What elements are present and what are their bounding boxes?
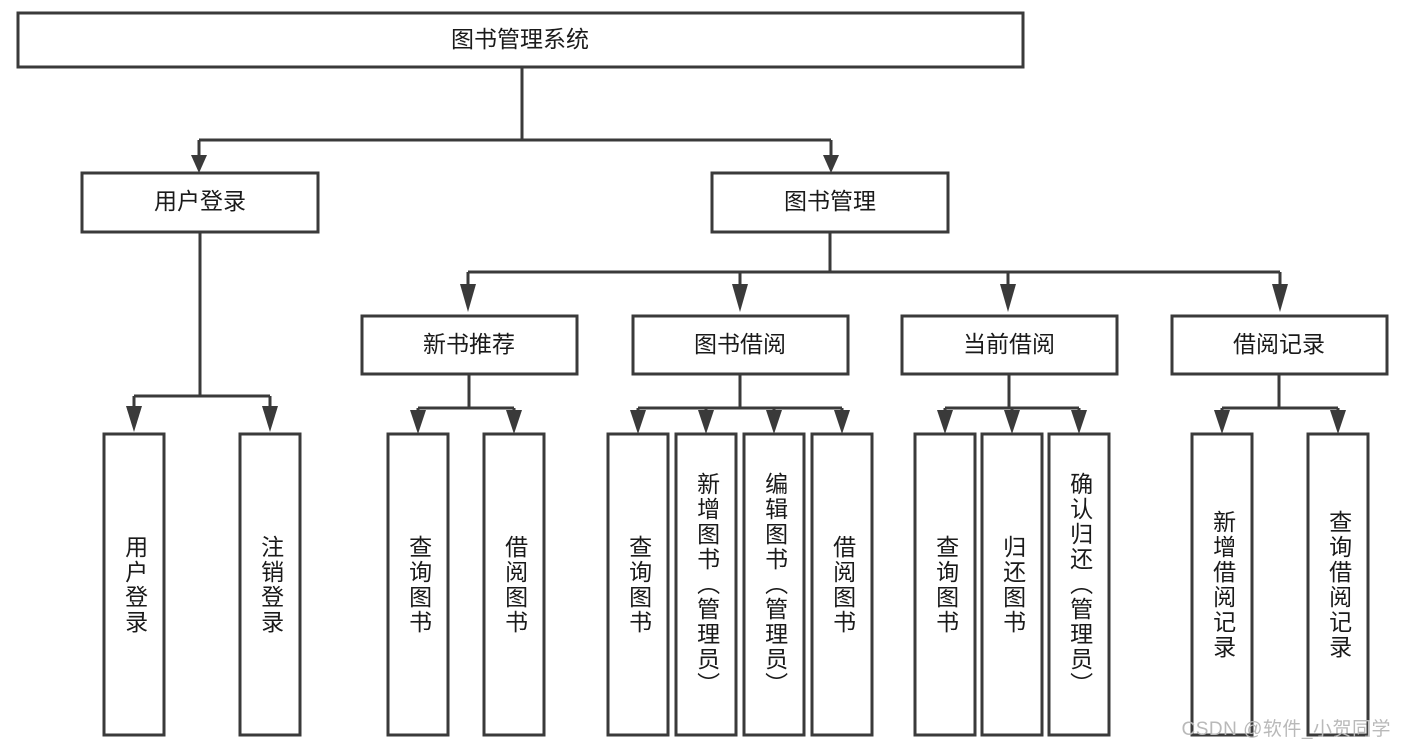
level3-node-box-current-borrow — [900, 314, 1119, 376]
arrowhead-leaf-query-record — [1330, 410, 1346, 434]
arrowhead-leaf-edit-book — [766, 410, 782, 434]
level2-node-user-login[interactable]: 用户登录 — [80, 171, 320, 234]
arrowhead-leaf-logout — [262, 406, 278, 432]
arrowhead-book-management — [823, 155, 839, 173]
leaf-box-query-book-1[interactable] — [386, 432, 450, 737]
arrowhead-leaf-borrow-book-2 — [834, 410, 850, 434]
level3-label-current-borrow: 当前借阅 — [963, 331, 1055, 357]
arrowhead-leaf-add-record — [1214, 410, 1230, 434]
level3-label-book-borrow: 图书借阅 — [694, 331, 786, 357]
arrowhead-current-borrow — [1000, 284, 1016, 312]
root-node-label: 图书管理系统 — [451, 26, 589, 52]
root-node-box — [16, 11, 1025, 69]
level3-node-current-borrow[interactable]: 当前借阅 — [900, 314, 1119, 376]
csdn-watermark: CSDN @软件_小贺同学 — [1181, 719, 1391, 740]
leaf-box-confirm-return[interactable] — [1047, 432, 1111, 737]
level2-node-book-management[interactable]: 图书管理 — [710, 171, 950, 234]
root-node-book-management-system[interactable]: 图书管理系统 — [16, 11, 1025, 69]
leaf-box-query-book-3[interactable] — [913, 432, 977, 737]
book-borrow-to-leaves-connectors — [630, 374, 850, 434]
current-borrow-to-leaves-connectors — [937, 374, 1087, 434]
borrow-record-to-leaves-connectors — [1214, 374, 1346, 434]
arrowhead-leaf-query-book-1 — [410, 410, 426, 434]
leaf-box-add-record[interactable] — [1190, 432, 1254, 737]
arrowhead-user-login — [191, 155, 207, 173]
arrowhead-leaf-borrow-book-1 — [506, 410, 522, 434]
level3-label-new-book-recommend: 新书推荐 — [423, 331, 515, 357]
leaf-box-borrow-book-2[interactable] — [810, 432, 874, 737]
level2-node-box-book-management — [710, 171, 950, 234]
level3-node-book-borrow[interactable]: 图书借阅 — [631, 314, 850, 376]
leaf-box-borrow-book-1[interactable] — [482, 432, 546, 737]
arrowhead-borrow-record — [1272, 284, 1288, 312]
leaf-box-query-book-2[interactable] — [606, 432, 670, 737]
leaf-box-return-book[interactable] — [980, 432, 1044, 737]
root-to-level2-connectors — [191, 67, 839, 173]
arrowhead-leaf-confirm-return — [1071, 410, 1087, 434]
arrowhead-book-borrow — [732, 284, 748, 312]
user-login-to-leaves-connectors — [126, 232, 278, 432]
book-management-to-level3-connectors — [460, 232, 1288, 312]
leaf-box-query-record[interactable] — [1306, 432, 1370, 737]
arrowhead-leaf-query-book-3 — [937, 410, 953, 434]
level2-label-user-login: 用户登录 — [154, 188, 246, 214]
arrowhead-leaf-user-login — [126, 406, 142, 432]
leaf-box-logout[interactable] — [238, 432, 302, 737]
level3-node-borrow-record[interactable]: 借阅记录 — [1170, 314, 1389, 376]
arrowhead-leaf-add-book — [698, 410, 714, 434]
leaf-box-edit-book[interactable] — [742, 432, 806, 737]
leaf-box-add-book[interactable] — [674, 432, 738, 737]
level3-node-box-book-borrow — [631, 314, 850, 376]
level3-node-new-book-recommend[interactable]: 新书推荐 — [360, 314, 579, 376]
level2-label-book-management: 图书管理 — [784, 188, 876, 214]
arrowhead-leaf-query-book-2 — [630, 410, 646, 434]
new-book-recommend-to-leaves-connectors — [410, 374, 522, 434]
level3-label-borrow-record: 借阅记录 — [1233, 331, 1325, 357]
leaf-box-user-login[interactable] — [102, 432, 166, 737]
level3-node-box-borrow-record — [1170, 314, 1389, 376]
level3-node-box-new-book-recommend — [360, 314, 579, 376]
arrowhead-new-book-recommend — [460, 284, 476, 312]
arrowhead-leaf-return-book — [1004, 410, 1020, 434]
